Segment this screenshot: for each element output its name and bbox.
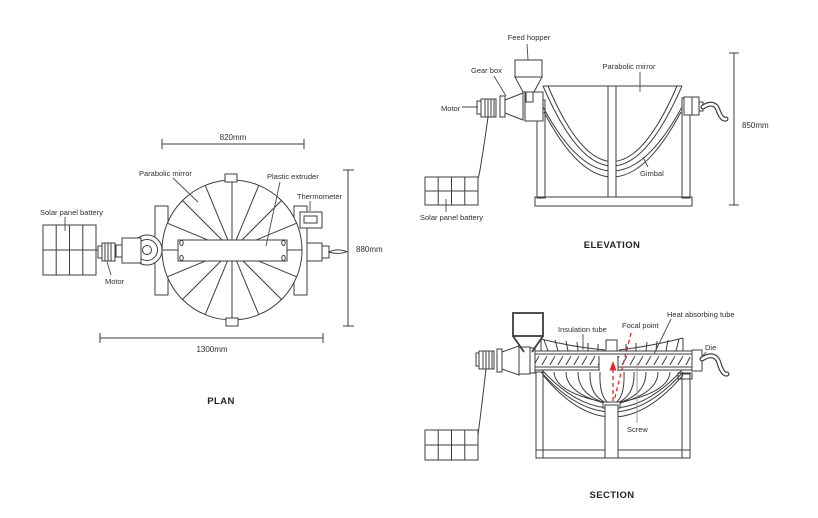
elevation-label-motor: Motor (441, 104, 461, 113)
elevation-gear-box (499, 92, 524, 121)
plan-motor (96, 242, 116, 262)
rim-band-ribs (543, 338, 680, 352)
elevation-feed-hopper (514, 59, 543, 103)
elevation-label-gear-box: Gear box (471, 66, 502, 75)
plan-label-plastic-extruder: Plastic extruder (267, 172, 319, 181)
extruded-strand (700, 354, 729, 376)
extruded-strand (701, 102, 728, 121)
section-gear-box (496, 345, 531, 376)
elevation-parabolic-mirror (542, 85, 683, 198)
elevation-dimension-height: 850mm (729, 52, 769, 206)
plan-dimension-length: 1300mm (99, 333, 324, 354)
section-label-insulation-tube: Insulation tube (558, 325, 607, 334)
section-center-pillar (602, 401, 621, 459)
plan-view: 820mm 880mm 1300mm (40, 133, 383, 407)
elevation-label-parabolic-mirror: Parabolic mirror (603, 62, 656, 71)
section-mirror-ribs (553, 371, 671, 405)
plan-thermometer (299, 211, 323, 229)
plan-label-thermometer: Thermometer (297, 192, 343, 201)
section-die (691, 349, 730, 377)
section-feed-hopper (512, 312, 544, 353)
plan-plastic-extruder (177, 239, 288, 262)
elevation-view: 850mm Feed hopper Gear box Motor Parabol… (420, 33, 769, 251)
section-label-heat-absorbing-tube: Heat absorbing tube (667, 310, 735, 319)
section-mirror-rim-band (540, 337, 684, 352)
elevation-label-solar-panel-battery: Solar panel battery (420, 213, 483, 222)
mirror-top-tab (224, 173, 238, 183)
plan-die (306, 242, 349, 262)
section-label-die: Die (705, 343, 716, 352)
plan-solar-panel (42, 224, 97, 276)
extruded-strand (327, 249, 349, 254)
section-motor (475, 350, 495, 370)
elevation-label-feed-hopper: Feed hopper (508, 33, 551, 42)
plan-label-solar-panel-battery: Solar panel battery (40, 208, 103, 217)
plan-label-motor: Motor (105, 277, 125, 286)
plan-title: PLAN (207, 396, 234, 407)
plan-gear-box (115, 237, 142, 264)
section-view: Insulation tube Focal point Heat absorbi… (424, 310, 735, 501)
plan-dim-length-text: 1300mm (196, 345, 227, 354)
elevation-die (683, 96, 729, 122)
focal-point-rays (609, 332, 632, 402)
mirror-bottom-tab (225, 317, 239, 327)
elevation-title: ELEVATION (584, 240, 641, 251)
plan-dim-width-text: 820mm (220, 133, 247, 142)
section-solar-panel (424, 429, 479, 461)
elevation-power-cable (476, 116, 489, 181)
elevation-solar-panel (424, 176, 479, 206)
elevation-center-post (607, 85, 617, 198)
elevation-label-gimbal: Gimbal (640, 169, 664, 178)
plan-dimension-width: 820mm (161, 133, 305, 149)
elevation-dim-height-text: 850mm (742, 121, 769, 130)
plan-dimension-depth: 880mm (343, 169, 383, 327)
section-leader-lines (582, 318, 707, 360)
plan-dim-depth-text: 880mm (356, 245, 383, 254)
section-title: SECTION (589, 490, 634, 501)
section-label-focal-point: Focal point (622, 321, 660, 330)
focal-arrowhead (609, 361, 617, 371)
elevation-motor (476, 98, 497, 118)
plan-label-parabolic-mirror: Parabolic mirror (139, 169, 192, 178)
elevation-leader-lines (445, 43, 649, 212)
plan-leader-lines (64, 177, 311, 276)
section-label-screw: Screw (627, 425, 648, 434)
